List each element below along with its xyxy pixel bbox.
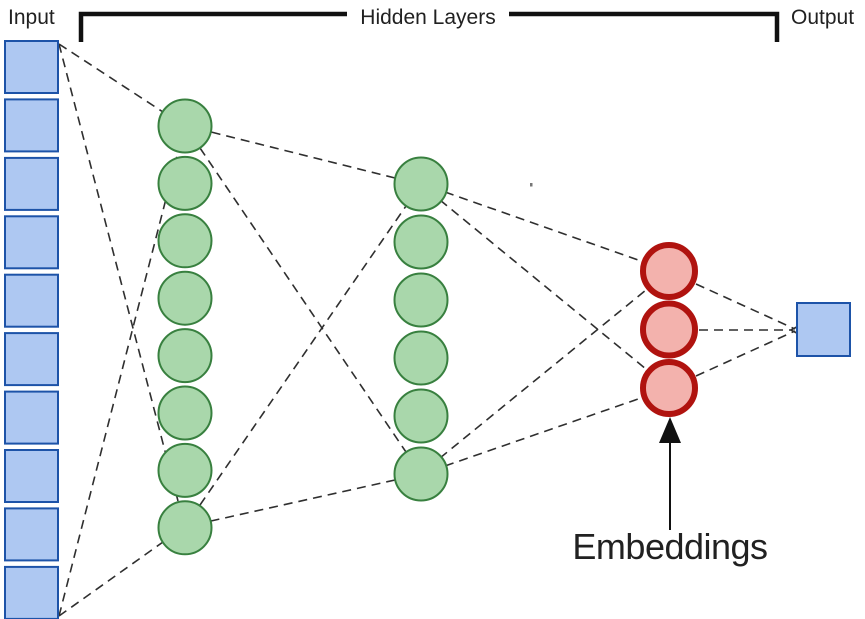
embedding-node — [640, 242, 698, 300]
hidden-layers-bracket — [78, 11, 780, 42]
connection-line — [202, 125, 396, 179]
connection-line — [695, 283, 796, 330]
embedding-node — [640, 300, 698, 359]
hidden-layers-label: Hidden Layers — [360, 6, 495, 29]
output-node — [796, 302, 851, 357]
bracket-left-segment — [78, 11, 347, 42]
input-label: Input — [8, 6, 55, 29]
output-layer — [796, 302, 851, 357]
connection-line — [444, 191, 642, 262]
connection-line — [439, 289, 647, 459]
hidden1-node — [157, 328, 213, 384]
embeddings-layer — [640, 242, 698, 417]
connection-line — [58, 43, 179, 502]
input-node — [4, 40, 59, 94]
connection-line — [439, 199, 647, 370]
hidden2-node — [393, 272, 449, 328]
hidden2-node — [393, 214, 449, 270]
input-layer — [4, 40, 59, 619]
input-node — [4, 507, 59, 562]
output-label: Output — [791, 6, 854, 29]
input-node — [4, 449, 59, 503]
input-node — [4, 273, 59, 328]
connection-line — [199, 205, 407, 506]
hidden-layer-2 — [393, 156, 449, 502]
hidden1-node — [157, 500, 213, 556]
input-node — [4, 565, 59, 619]
hidden1-node — [157, 98, 213, 154]
arrow-head-icon — [659, 417, 681, 443]
stray-mark — [530, 183, 533, 187]
embeddings-annotation-arrow — [659, 417, 681, 530]
input-node — [4, 390, 59, 445]
connection-line — [444, 397, 642, 467]
input-node — [4, 215, 59, 270]
connection-line — [58, 541, 164, 617]
hidden1-node — [157, 385, 213, 441]
hidden1-node — [157, 270, 213, 326]
hidden-layer-1 — [157, 98, 213, 556]
bracket-right-segment — [509, 11, 780, 42]
hidden2-node — [393, 330, 449, 386]
connection-line — [58, 43, 164, 113]
hidden2-node — [393, 446, 449, 502]
input-node — [4, 98, 59, 153]
embedding-node — [640, 359, 698, 417]
hidden2-node — [393, 156, 449, 212]
hidden1-node — [157, 442, 213, 498]
connection-line — [695, 330, 796, 377]
embeddings-label: Embeddings — [572, 526, 767, 567]
connection-line — [58, 151, 179, 617]
hidden1-node — [157, 155, 213, 211]
hidden1-node — [157, 213, 213, 269]
input-node — [4, 332, 59, 387]
connection-line — [199, 147, 407, 453]
input-node — [4, 156, 59, 211]
connection-line — [202, 479, 396, 528]
connection-lines — [58, 43, 799, 617]
hidden2-node — [393, 388, 449, 444]
